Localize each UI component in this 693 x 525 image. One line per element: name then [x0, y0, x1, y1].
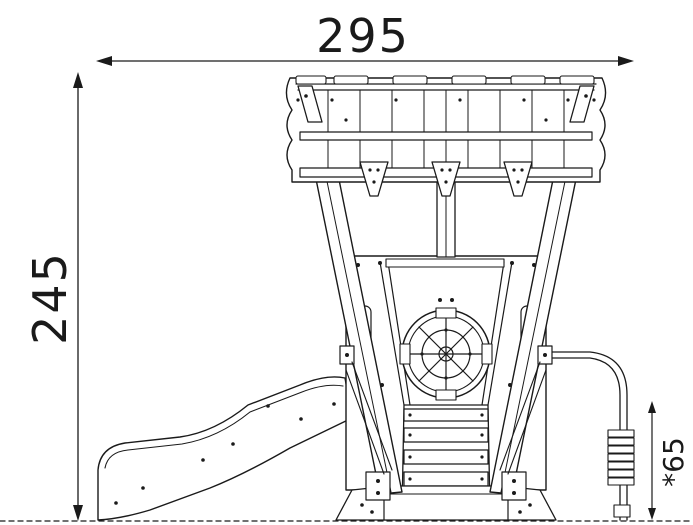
top-joints [297, 85, 595, 123]
slide [97, 376, 353, 521]
grab-pole [547, 351, 635, 521]
base [335, 485, 557, 521]
platform-height-dimension: *65 [648, 401, 690, 520]
basket-brackets [359, 161, 533, 197]
height-label: 245 [23, 251, 77, 345]
width-label: 295 [316, 9, 410, 63]
width-dimension: 295 [96, 9, 634, 66]
height-dimension: 245 [23, 72, 83, 521]
ships-wheel [399, 307, 493, 401]
platform-height-label: *65 [657, 437, 690, 487]
